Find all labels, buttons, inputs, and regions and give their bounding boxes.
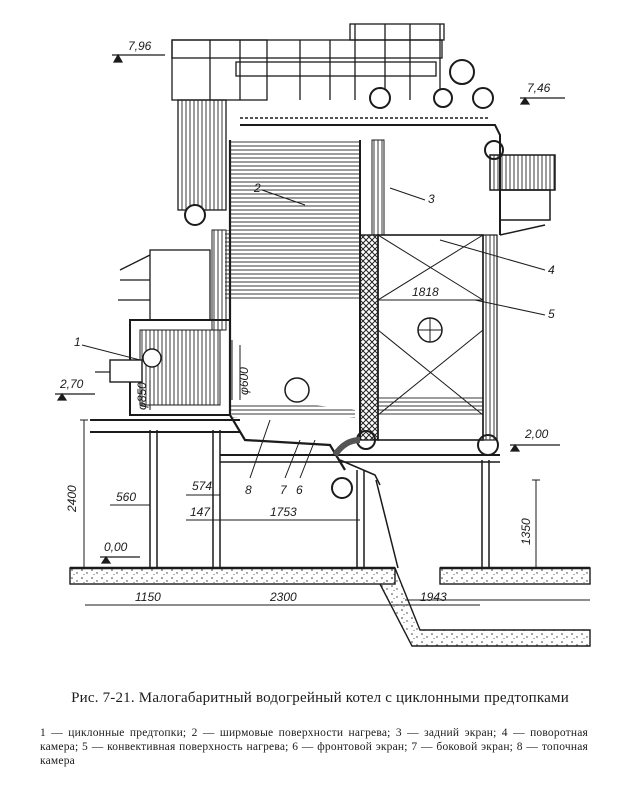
dimension-lines (80, 299, 540, 606)
figure-caption-title: Рис. 7-21. Малогабаритный водогрейный ко… (71, 690, 569, 706)
level-markers (55, 53, 565, 564)
dim-2400: 2400 (65, 485, 79, 513)
callout-8: 8 (245, 483, 252, 497)
rear-screen (371, 139, 385, 236)
level-right: 2,00 (524, 427, 549, 441)
dim-1350: 1350 (519, 518, 533, 545)
callout-4: 4 (548, 263, 555, 277)
boiler-drawing: 7,96 7,46 2,00 2,70 0,00 2400 560 574 14… (55, 23, 591, 647)
foundation (69, 566, 591, 647)
dim-2300: 2300 (269, 590, 297, 604)
dim-1753: 1753 (270, 505, 297, 519)
callout-5: 5 (548, 307, 555, 321)
furnace-chamber (225, 140, 361, 471)
dim-1943: 1943 (420, 590, 447, 604)
level-ground: 0,00 (104, 540, 128, 554)
convective-shaft (332, 234, 498, 486)
gas-duct (240, 117, 556, 236)
figure-caption-legend: 1 — циклонные предтопки; 2 — ширмовые по… (40, 727, 588, 767)
callout-leaders (81, 187, 546, 479)
dim-dia-850: φ850 (135, 382, 149, 410)
callout-2: 2 (253, 181, 261, 195)
dim-dia-600: φ600 (237, 367, 251, 395)
dim-1150: 1150 (135, 590, 161, 604)
dim-147: 147 (190, 505, 211, 519)
top-frame (171, 23, 445, 211)
level-left: 2,70 (59, 377, 84, 391)
callout-6: 6 (296, 483, 303, 497)
level-right-top: 7,46 (527, 81, 551, 95)
cyclone-prefurnace (95, 229, 231, 416)
headers (184, 59, 504, 499)
callout-3: 3 (428, 192, 435, 206)
level-top: 7,96 (128, 39, 152, 53)
callout-1: 1 (74, 335, 81, 349)
support-columns (90, 419, 500, 569)
callout-7: 7 (280, 483, 288, 497)
dim-1818: 1818 (412, 285, 439, 299)
dim-574: 574 (192, 479, 212, 493)
dim-560: 560 (116, 490, 136, 504)
